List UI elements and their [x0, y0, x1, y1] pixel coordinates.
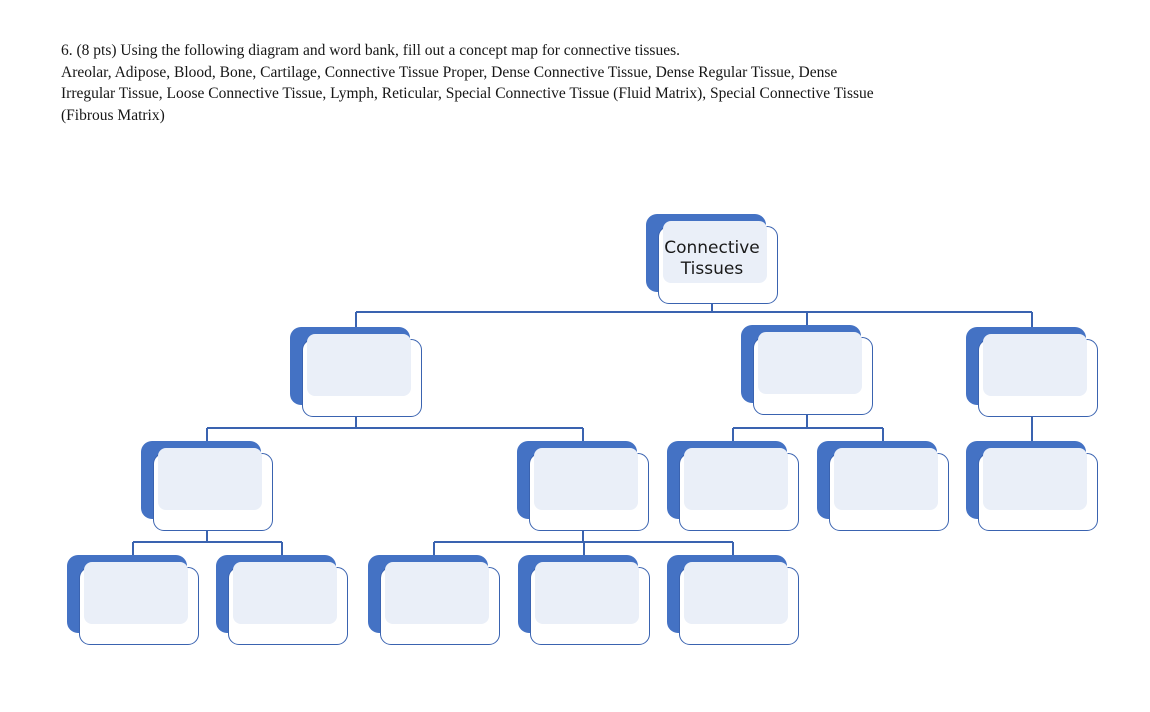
concept-node-blank[interactable]: [741, 325, 873, 415]
node-inner-fill: [684, 562, 788, 624]
concept-node-blank[interactable]: [141, 441, 273, 531]
concept-node-blank[interactable]: [817, 441, 949, 531]
concept-node-blank[interactable]: [216, 555, 348, 645]
concept-node-blank[interactable]: [966, 441, 1098, 531]
node-inner-fill: [983, 334, 1087, 396]
node-inner-fill: [758, 332, 862, 394]
question-line-4: (Fibrous Matrix): [61, 107, 165, 125]
question-line-2: Areolar, Adipose, Blood, Bone, Cartilage…: [61, 63, 838, 81]
concept-node-root[interactable]: Connective Tissues: [646, 214, 778, 304]
node-inner-fill: [834, 448, 938, 510]
node-inner-fill: [158, 448, 262, 510]
concept-node-blank[interactable]: [667, 441, 799, 531]
node-inner-fill: [983, 448, 1087, 510]
node-inner-fill: [684, 448, 788, 510]
concept-node-blank[interactable]: [518, 555, 650, 645]
node-inner-fill: [663, 221, 767, 283]
question-line-3: Irregular Tissue, Loose Connective Tissu…: [61, 85, 874, 103]
node-inner-fill: [233, 562, 337, 624]
node-inner-fill: [307, 334, 411, 396]
concept-node-blank[interactable]: [290, 327, 422, 417]
concept-node-blank[interactable]: [368, 555, 500, 645]
concept-node-blank[interactable]: [517, 441, 649, 531]
node-inner-fill: [534, 448, 638, 510]
node-inner-fill: [535, 562, 639, 624]
node-inner-fill: [385, 562, 489, 624]
concept-node-blank[interactable]: [966, 327, 1098, 417]
node-label: Connective Tissues: [664, 238, 760, 279]
concept-node-blank[interactable]: [667, 555, 799, 645]
question-line-1: 6. (8 pts) Using the following diagram a…: [61, 42, 680, 59]
concept-node-blank[interactable]: [67, 555, 199, 645]
question-text-block: 6. (8 pts) Using the following diagram a…: [61, 40, 1051, 127]
node-inner-fill: [84, 562, 188, 624]
